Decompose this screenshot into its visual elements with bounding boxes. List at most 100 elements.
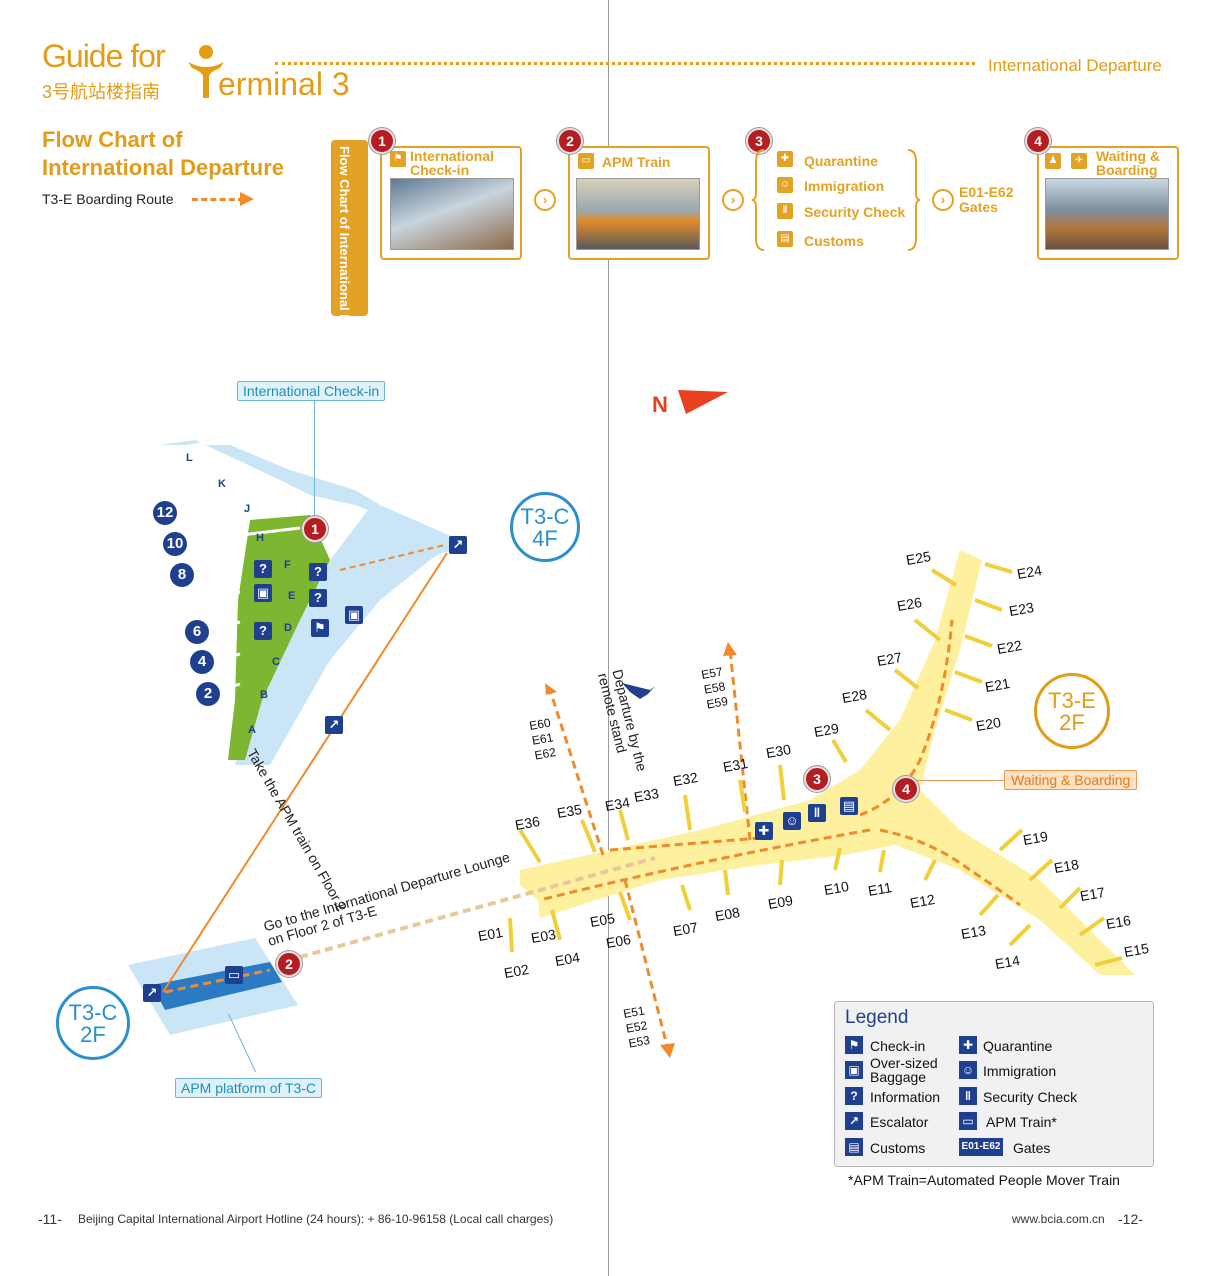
row-letter: A [248, 724, 256, 736]
row-letter: H [256, 532, 264, 544]
row-letter: B [260, 689, 268, 701]
header-divider [275, 62, 975, 65]
zone-t3e-line1: T3-E [1048, 688, 1096, 713]
oversized-baggage-icon: ▣ [845, 1061, 863, 1079]
legend-customs: Customs [870, 1140, 926, 1156]
title-guide-for: Guide for [42, 38, 166, 74]
row-letter: E [288, 590, 296, 602]
north-label: N [652, 392, 668, 417]
legend-information: Information [870, 1089, 941, 1105]
vertical-flow-tab [331, 140, 368, 316]
legend-gates: Gates [1013, 1140, 1051, 1156]
row-letter: C [272, 656, 280, 668]
security-check-icon: ‖ [777, 203, 793, 219]
step4-marker: 4 [1025, 128, 1051, 154]
route-apm-line [162, 552, 448, 993]
zone-t3c-4f: T3-C 4F [510, 492, 580, 562]
pier-number: 10 [163, 532, 187, 556]
page-number-left: -11- [38, 1211, 62, 1227]
route-west-arm [539, 828, 871, 902]
row-letter: D [284, 622, 292, 634]
zone-t3c-2f: T3-C 2F [56, 986, 130, 1060]
legend-gates-badge: E01-E62 [959, 1138, 1003, 1156]
zone-t3c-2f-line1: T3-C [68, 1000, 118, 1025]
apm-train-photo [576, 178, 700, 250]
legend-immigration: Immigration [983, 1063, 1057, 1079]
route-checkin [339, 544, 446, 571]
website-link[interactable]: www.bcia.com.cn [1012, 1212, 1105, 1226]
security-check-icon: ‖ [808, 804, 826, 822]
immigration-icon: ☺ [783, 812, 801, 830]
escalator-icon: ↗ [845, 1112, 863, 1130]
flow-next-arrow-icon: › [932, 189, 954, 211]
t3c-corridor [355, 540, 462, 575]
callout-waiting-leader [915, 780, 1005, 781]
legend-oversized: Over-sized Baggage [870, 1056, 938, 1084]
route-south-arm [879, 828, 1021, 907]
step2-label: APM Train [602, 154, 671, 170]
vertical-flow-tab-text: Flow Chart of International Departure [337, 146, 352, 376]
step4-label: Waiting & Boarding [1096, 149, 1160, 177]
step3-immigration: Immigration [804, 178, 885, 194]
step3-customs: Customs [804, 233, 864, 249]
apm-track [152, 962, 282, 1010]
quarantine-icon: ✚ [959, 1036, 977, 1054]
oversized-baggage-icon: ▣ [345, 606, 363, 624]
escalator-icon: ↗ [325, 716, 343, 734]
zone-t3c-2f-line2: 2F [80, 1022, 106, 1047]
row-letter: L [186, 452, 193, 464]
legend-title: Legend [845, 1007, 909, 1028]
step1-label: International Check-in [410, 149, 494, 177]
legend-footnote: *APM Train=Automated People Mover Train [848, 1172, 1120, 1188]
information-icon: ? [845, 1087, 863, 1105]
map-marker-4: 4 [893, 776, 919, 802]
escalator-icon: ↗ [143, 984, 161, 1002]
apm-train-icon: ▭ [578, 153, 594, 169]
callout-waiting-boarding: Waiting & Boarding [1004, 770, 1138, 790]
step3-security: Security Check [804, 204, 906, 220]
route-legend-arrow-icon [240, 192, 254, 206]
zone-t3c-4f-line1: T3-C [520, 504, 570, 529]
pier-number: 6 [185, 620, 209, 644]
route-legend-label: T3-E Boarding Route [42, 191, 174, 207]
step4-label-line1: Waiting & [1096, 148, 1161, 164]
legend-checkin: Check-in [870, 1038, 926, 1054]
callout-international-checkin: International Check-in [237, 381, 386, 401]
hotline-text: Beijing Capital International Airport Ho… [78, 1212, 554, 1226]
quarantine-icon: ✚ [755, 822, 773, 840]
map-marker-2: 2 [276, 951, 302, 977]
flow-next-arrow-icon: › [534, 189, 556, 211]
page-fold [608, 0, 609, 1276]
apm-train-icon: ▭ [959, 1112, 977, 1130]
apm-train-icon: ▭ [225, 966, 243, 984]
route-legend-dash [192, 198, 244, 201]
boarding-plane-icon: ✈ [1071, 153, 1087, 169]
customs-icon: ▤ [840, 797, 858, 815]
plane-icon [622, 683, 655, 699]
route-to-t3e [299, 856, 656, 959]
remote-arrow-b-icon [723, 642, 737, 656]
zone-t3c-4f-line2: 4F [532, 526, 558, 551]
gates-range-line1: E01-E62 [959, 184, 1014, 200]
information-icon: ? [309, 589, 327, 607]
title-chinese: 3号航站楼指南 [42, 82, 161, 102]
gates-range: E01-E62 Gates [959, 185, 1013, 215]
step1-marker: 1 [369, 128, 395, 154]
step1-label-line2: Check-in [410, 162, 470, 178]
escalator-icon: ↗ [449, 536, 467, 554]
terminal-person-logo-icon [188, 45, 224, 98]
legend-apm: APM Train* [986, 1114, 1057, 1130]
pier-number: 4 [190, 650, 214, 674]
checkin-photo [390, 178, 514, 250]
gate-stubs [508, 562, 1123, 967]
row-letter: F [284, 559, 291, 571]
oversized-baggage-icon: ▣ [254, 584, 272, 602]
flow-title-line2: International Departure [42, 155, 285, 180]
customs-icon: ▤ [777, 231, 793, 247]
immigration-icon: ☺ [959, 1061, 977, 1079]
security-check-icon: ‖ [959, 1087, 977, 1105]
checkin-icon: ⚑ [311, 619, 329, 637]
route-platform [164, 968, 271, 994]
information-icon: ? [309, 563, 327, 581]
pier-number: 8 [170, 563, 194, 587]
